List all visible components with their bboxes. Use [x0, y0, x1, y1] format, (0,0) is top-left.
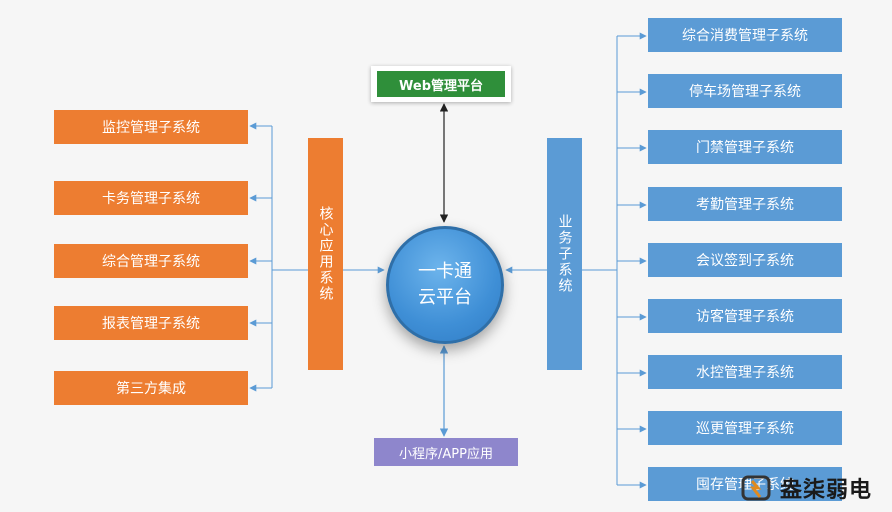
web-platform-label: Web管理平台 [377, 71, 505, 97]
left-item-report: 报表管理子系统 [54, 306, 248, 340]
web-platform-box: Web管理平台 [371, 66, 511, 102]
left-item-third-party: 第三方集成 [54, 371, 248, 405]
logo-icon [741, 475, 771, 501]
left-item-monitor: 监控管理子系统 [54, 110, 248, 144]
hub-circle: 一卡通 云平台 [386, 226, 504, 344]
mini-app-box: 小程序/APP应用 [374, 438, 518, 466]
right-item-visitor: 访客管理子系统 [648, 299, 842, 333]
right-item-attendance: 考勤管理子系统 [648, 187, 842, 221]
business-subsystem-bar: 业务子系统 [547, 138, 582, 370]
core-application-bar: 核心应用系统 [308, 138, 343, 370]
right-connectors [505, 32, 647, 489]
left-item-card: 卡务管理子系统 [54, 181, 248, 215]
left-item-integrated: 综合管理子系统 [54, 244, 248, 278]
left-connectors [249, 122, 385, 392]
watermark-logo: 盎柒弱电 [740, 466, 890, 510]
business-subsystem-label: 业务子系统 [556, 214, 573, 294]
core-application-label: 核心应用系统 [317, 206, 334, 302]
right-item-consumption: 综合消费管理子系统 [648, 18, 842, 52]
hub-line2: 云平台 [418, 287, 472, 308]
right-item-meeting: 会议签到子系统 [648, 243, 842, 277]
right-item-water: 水控管理子系统 [648, 355, 842, 389]
right-item-parking: 停车场管理子系统 [648, 74, 842, 108]
right-item-access: 门禁管理子系统 [648, 130, 842, 164]
right-item-patrol: 巡更管理子系统 [648, 411, 842, 445]
hub-line1: 一卡通 [418, 261, 472, 282]
watermark-title: 盎柒弱电 [780, 478, 873, 503]
